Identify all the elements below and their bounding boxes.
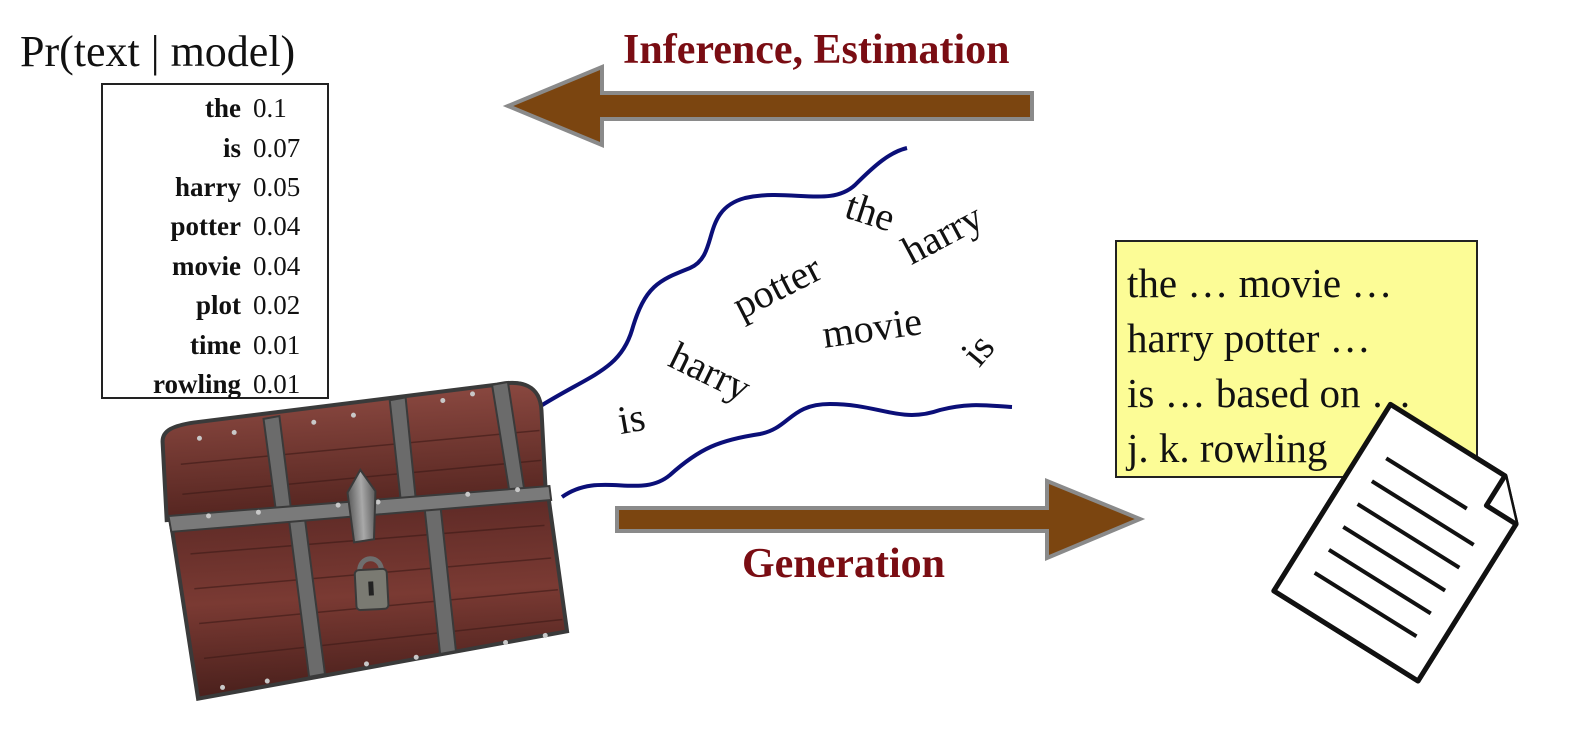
sample-text-line: is … based on … (1127, 370, 1412, 416)
table-row: is 0.07 (103, 128, 327, 167)
sample-text-line: the … movie … (1127, 260, 1393, 306)
generation-arrow (615, 478, 1146, 562)
table-row: the 0.1 (103, 89, 327, 128)
sample-text-line: j. k. rowling (1127, 425, 1328, 471)
table-row: rowling 0.01 (103, 365, 327, 404)
probability-cell: 0.04 (253, 211, 301, 242)
word-cell: movie (172, 250, 241, 281)
word-cell: is (222, 132, 241, 163)
probability-table: the 0.1 is 0.07 harry 0.05 potter 0.04 m… (101, 83, 329, 399)
probability-cell: 0.07 (253, 132, 301, 163)
probability-cell: 0.05 (253, 171, 301, 202)
probability-cell: 0.01 (253, 368, 301, 399)
table-row: potter 0.04 (103, 207, 327, 246)
table-row: movie 0.04 (103, 247, 327, 286)
probability-cell: 0.04 (253, 250, 301, 281)
probability-cell: 0.01 (253, 329, 301, 360)
inference-label: Inference, Estimation (623, 27, 1010, 73)
stream-upper-line (537, 146, 908, 409)
word-cell: time (190, 329, 241, 360)
word-cell: harry (175, 171, 241, 202)
sample-text-line: harry potter … (1127, 315, 1371, 361)
word-cell: rowling (152, 368, 241, 399)
sample-text-box: the … movie … harry potter … is … based … (1115, 240, 1478, 478)
generation-label: Generation (742, 541, 945, 587)
probability-cell: 0.02 (253, 290, 301, 321)
stream-lower-line (560, 401, 1013, 499)
word-cell: the (205, 93, 241, 124)
word-cell: plot (195, 290, 241, 321)
word-cell: potter (170, 211, 241, 242)
probability-cell: 0.1 (253, 93, 287, 124)
model-title: Pr(text | model) (20, 27, 296, 76)
table-row: time 0.01 (103, 325, 327, 364)
treasure-chest-icon (160, 380, 570, 702)
table-row: plot 0.02 (103, 286, 327, 325)
table-row: harry 0.05 (103, 168, 327, 207)
inference-arrow (502, 64, 1034, 148)
